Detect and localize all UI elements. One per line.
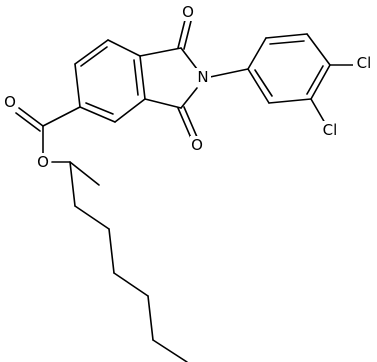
double-bond (15, 112, 41, 132)
dichlorophenyl-ring (209, 33, 356, 124)
double-bond (177, 107, 192, 139)
bond (152, 339, 188, 362)
imide-nitrogen: N (197, 68, 208, 86)
ester-group (15, 106, 81, 163)
bond (265, 33, 308, 39)
aromatic-inner-bond (85, 102, 114, 115)
bond (108, 228, 115, 274)
imide-ring (139, 19, 198, 139)
bond (114, 98, 146, 123)
bond (310, 98, 326, 124)
imide-oxygen-bottom: O (191, 136, 203, 154)
bond (306, 33, 331, 66)
bond (107, 39, 141, 57)
bond (180, 87, 198, 109)
aromatic-inner-bond (269, 40, 305, 45)
bond (74, 39, 109, 65)
double-bond (177, 19, 186, 49)
octyl-chain (69, 161, 188, 362)
chlorine-para: Cl (357, 54, 372, 72)
bond (69, 161, 100, 186)
bond (113, 272, 149, 297)
double-bond (18, 107, 44, 127)
atom-labels: O O N Cl Cl O O (3, 3, 375, 171)
imide-oxygen-top: O (182, 3, 194, 21)
aromatic-inner-bond (306, 65, 324, 95)
bond (69, 161, 76, 207)
ester-oxygen: O (37, 153, 49, 171)
bond (247, 37, 267, 70)
bond (74, 205, 110, 230)
aromatic-inner-bond (80, 46, 108, 67)
bond (180, 47, 198, 70)
isoindole-benzene-ring (74, 39, 146, 123)
bond (79, 106, 116, 123)
double-bond (183, 20, 192, 50)
aromatic-inner-bond (254, 69, 273, 97)
bond (139, 55, 146, 100)
bond (268, 98, 312, 104)
bond (147, 295, 154, 341)
bond (247, 68, 270, 104)
bond (310, 64, 331, 100)
bond (74, 63, 81, 108)
double-bond (183, 106, 198, 138)
bond (139, 47, 182, 57)
bond (42, 106, 81, 127)
bond (209, 68, 249, 78)
chlorine-meta: Cl (323, 121, 338, 139)
aromatic-inner-bond (133, 59, 139, 96)
bond (144, 98, 182, 109)
ester-carbonyl-oxygen: O (4, 93, 16, 111)
